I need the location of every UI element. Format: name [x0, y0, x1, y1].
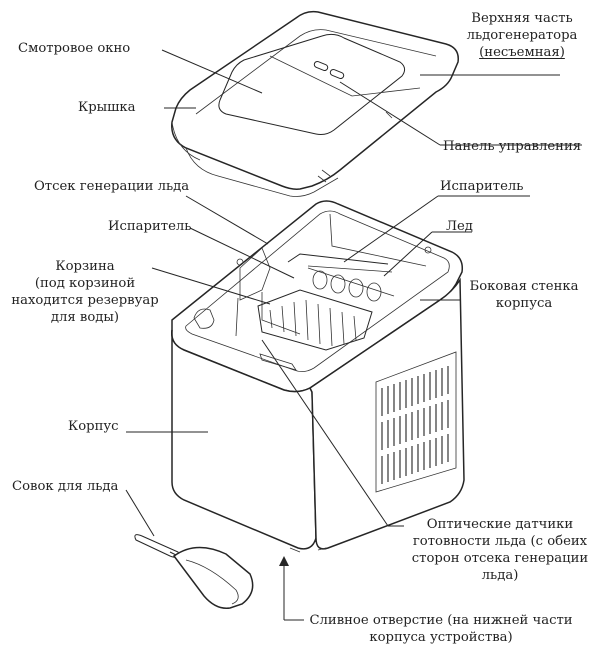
label-lid: Крышка	[78, 100, 136, 115]
label-viewing-window: Смотровое окно	[18, 41, 131, 56]
control-button-2	[329, 69, 345, 79]
control-button-1	[313, 61, 329, 71]
label-housing: Корпус	[68, 419, 119, 434]
label-basket: Корзина (под корзиной находится резервуа…	[11, 259, 159, 325]
side-grille-drawing	[375, 351, 457, 493]
label-control-panel: Панель управления	[443, 139, 582, 154]
label-ice: Лед	[446, 219, 473, 234]
label-top-part: Верхняя часть льдогенератора (несъемная)	[466, 11, 578, 60]
label-evaporator-left: Испаритель	[108, 219, 192, 234]
label-evaporator-top: Испаритель	[440, 179, 524, 194]
label-optical-sensors: Оптические датчики готовности льда (с об…	[411, 517, 589, 583]
housing-drawing	[171, 200, 465, 553]
viewing-window-drawing	[218, 33, 406, 135]
label-ice-compartment: Отсек генерации льда	[34, 179, 190, 194]
leader-lines	[125, 49, 582, 621]
label-side-wall: Боковая стенка корпуса	[469, 279, 579, 311]
ice-scoop-drawing	[134, 534, 254, 609]
basket-drawing	[257, 289, 373, 351]
label-drain-hole: Сливное отверстие (на нижней части корпу…	[309, 613, 573, 645]
label-ice-scoop: Совок для льда	[12, 479, 119, 494]
lid-drawing	[171, 10, 459, 197]
